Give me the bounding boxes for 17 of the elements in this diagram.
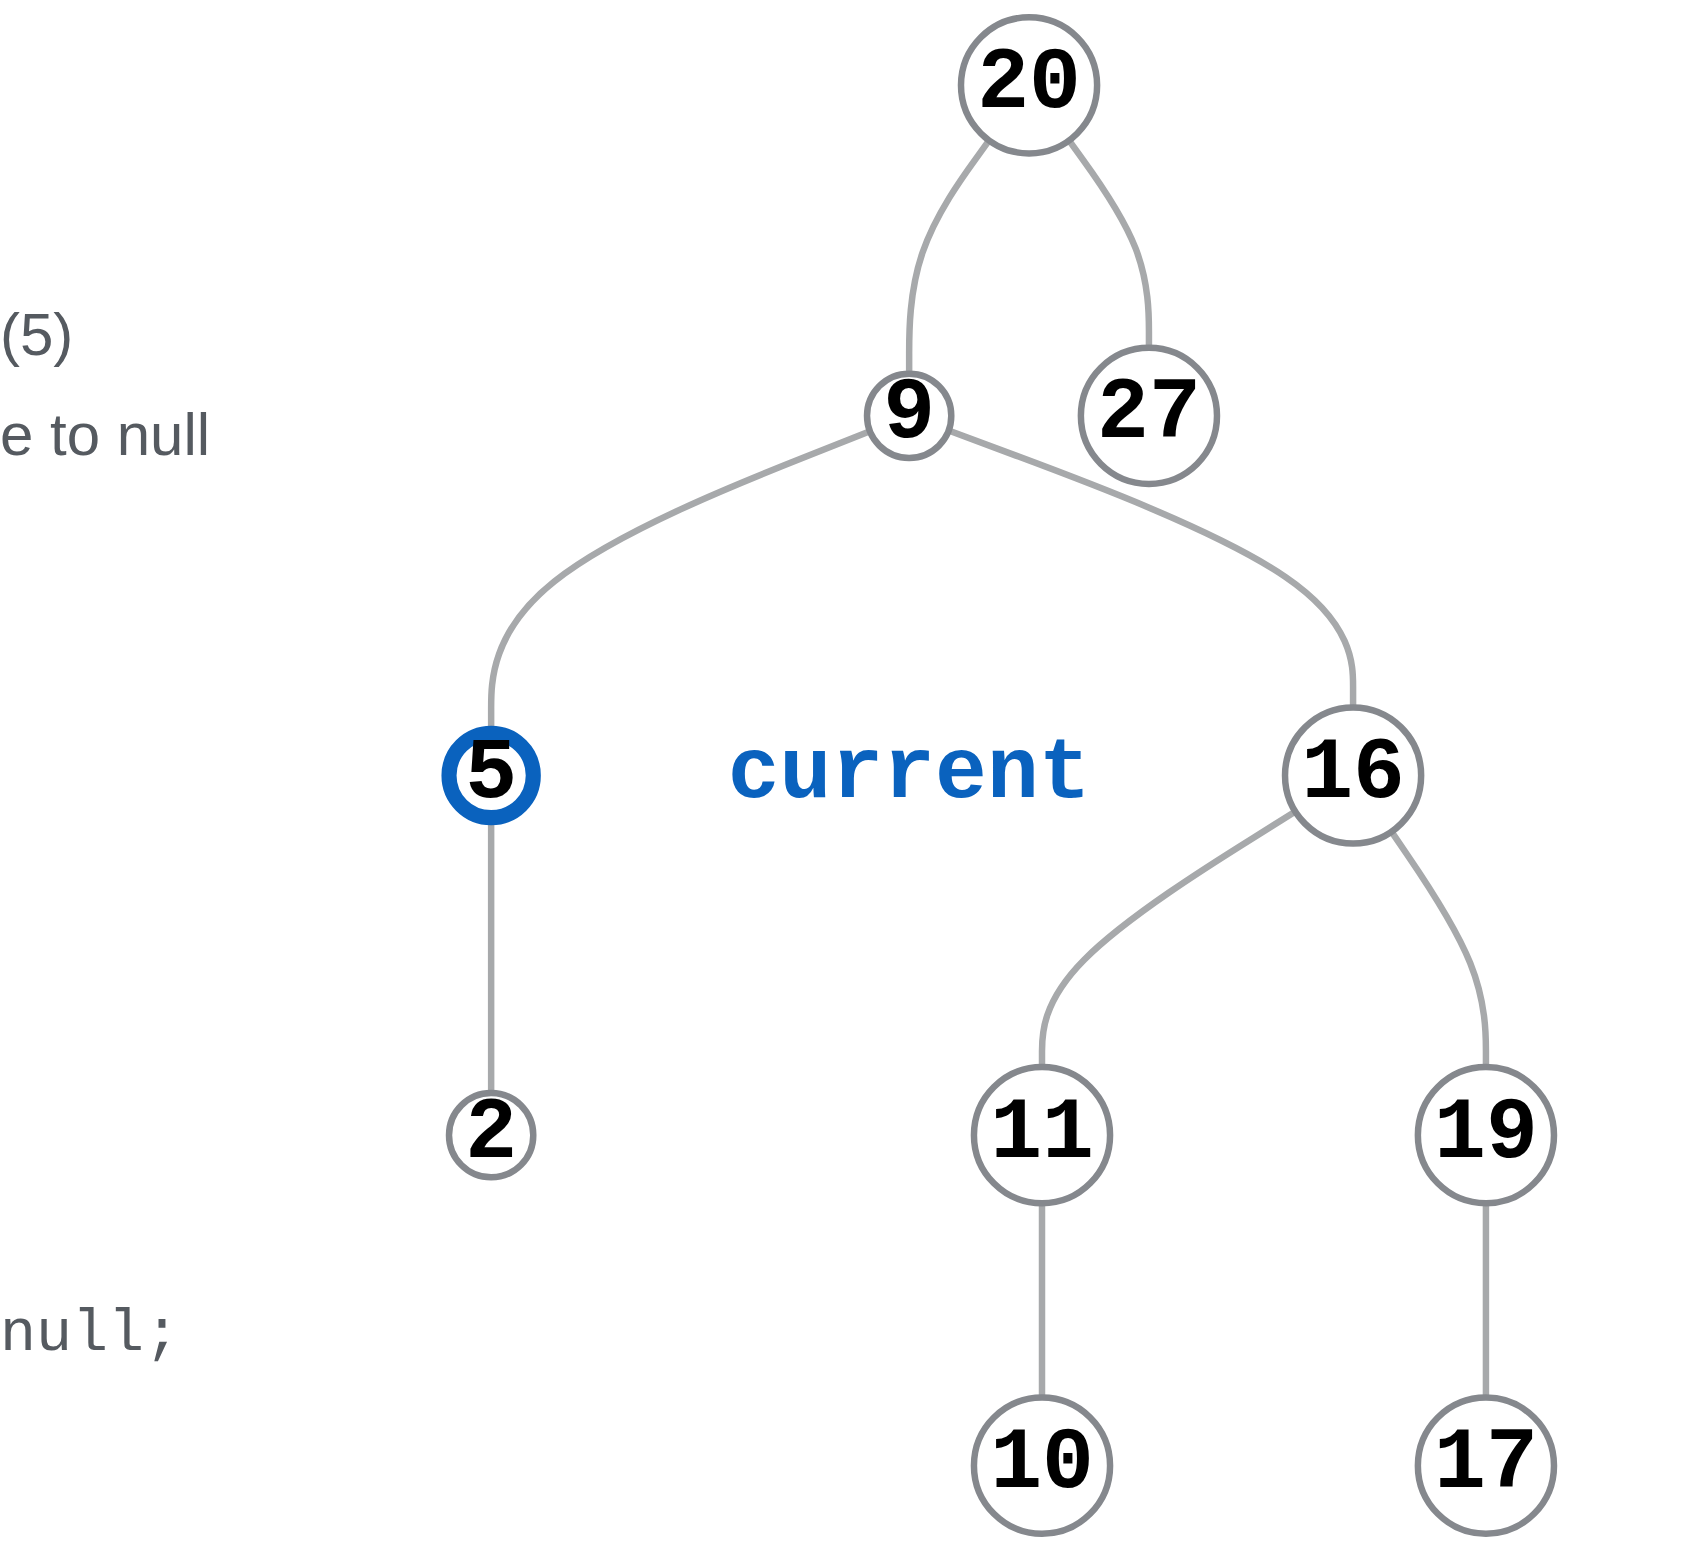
code-text: null; <box>0 1300 181 1368</box>
node-circle: 5 <box>441 725 541 826</box>
note-text: e to null <box>0 400 211 469</box>
node-circle: 20 <box>957 14 1101 157</box>
node-circle: 16 <box>1281 704 1425 847</box>
node-circle: 11 <box>970 1063 1114 1207</box>
connector <box>905 138 992 374</box>
node-circle: 10 <box>970 1394 1114 1537</box>
connector <box>1482 1203 1490 1398</box>
node-circle: 9 <box>863 370 955 462</box>
node-circle: 27 <box>1077 344 1221 488</box>
connector <box>1066 138 1153 348</box>
node-circle: 19 <box>1414 1063 1558 1207</box>
node-circle: 2 <box>445 1089 537 1181</box>
node-circle: 17 <box>1414 1394 1558 1537</box>
node-label: current <box>727 725 1091 824</box>
note-text: (5) <box>0 300 74 369</box>
